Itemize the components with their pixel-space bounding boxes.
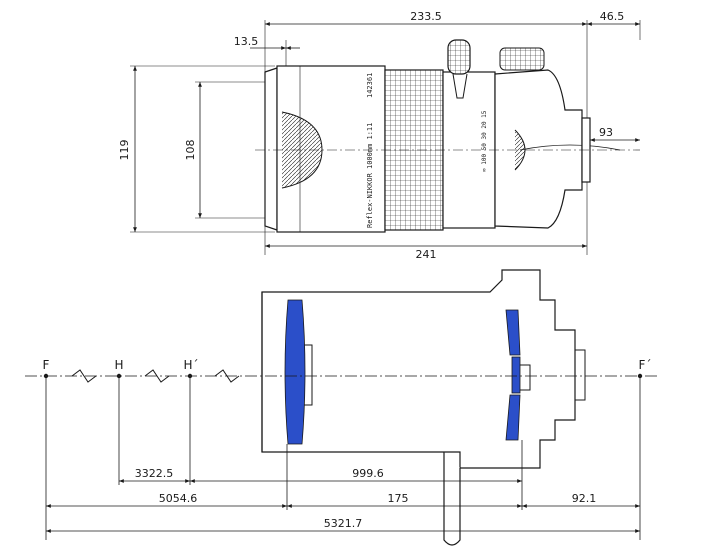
optical-axis-and-dims (25, 369, 660, 540)
dim-92-1: 92.1 (572, 492, 597, 505)
dim-233-5: 233.5 (410, 10, 442, 23)
corrector-group (511, 356, 521, 394)
dim-241: 241 (416, 248, 437, 261)
lens-elements (284, 299, 521, 445)
point-H-prime-marker (187, 373, 193, 379)
distance-scale: ∞ 100 50 30 20 15 (481, 110, 488, 172)
point-F-prime-label: F´ (639, 358, 652, 372)
dim-5321-7: 5321.7 (324, 517, 363, 530)
dim-3322-5: 3322.5 (135, 467, 174, 480)
secondary-mirror-lower (505, 394, 521, 441)
point-F-label: F (43, 358, 50, 372)
point-H-label: H (114, 358, 123, 372)
dim-13-5: 13.5 (234, 35, 259, 48)
primary-mirror (284, 299, 306, 445)
point-H-prime-label: H´ (183, 358, 198, 372)
lens-name-engraving: Reflex-NIKKOR 1000mm 1:11 (366, 123, 374, 228)
principal-points (43, 373, 643, 379)
dim-108: 108 (184, 140, 197, 161)
dim-175: 175 (388, 492, 409, 505)
secondary-mirror-upper (505, 309, 521, 356)
dim-119: 119 (118, 140, 131, 161)
top-side-view (130, 20, 641, 255)
point-F-marker (43, 373, 49, 379)
dim-46-5: 46.5 (600, 10, 625, 23)
point-H-marker (116, 373, 122, 379)
serial-engraving: 142361 (366, 73, 374, 98)
point-F-prime-marker (637, 373, 643, 379)
dim-93: 93 (599, 126, 613, 139)
optical-cross-section (261, 269, 586, 546)
dim-999-6: 999.6 (352, 467, 384, 480)
dim-5054-6: 5054.6 (159, 492, 198, 505)
